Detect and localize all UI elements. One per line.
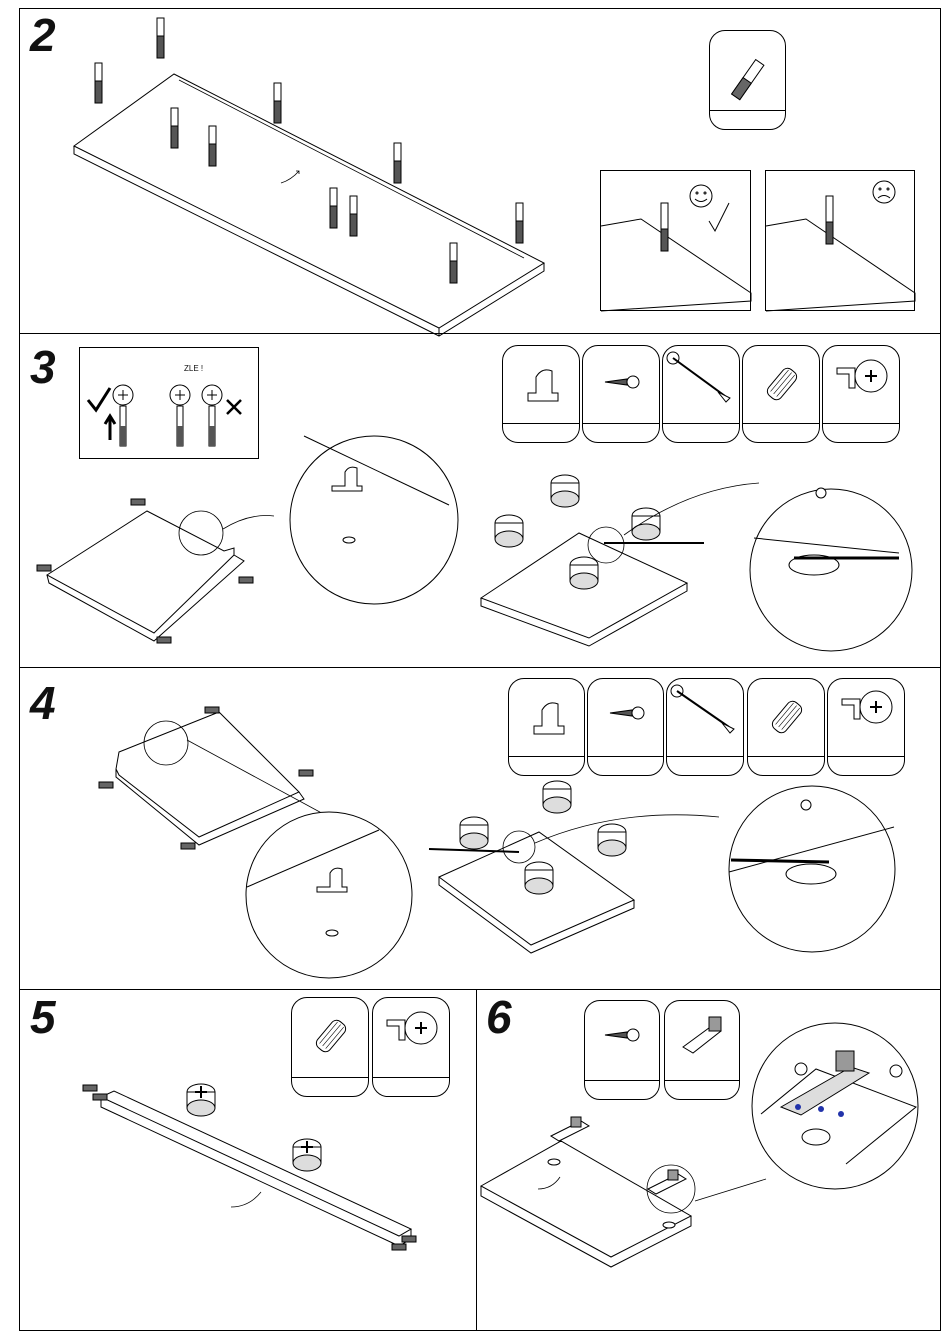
quantity-box [710, 110, 785, 129]
correct-dowel-depth-box [600, 170, 751, 311]
dowel-hardware-tile [709, 30, 786, 130]
step-5-rail-diagram [19, 989, 477, 1331]
step-3-board-diagram [19, 333, 941, 668]
step-4-board-diagram [19, 667, 941, 990]
step-2-board-diagram [19, 8, 619, 334]
incorrect-dowel-depth-box [765, 170, 915, 311]
sad-face-icon [873, 181, 895, 203]
step-6-door-diagram [476, 989, 941, 1331]
happy-face-icon [690, 185, 712, 207]
shelf-support-detail-circle [290, 436, 458, 604]
check-mark-icon [709, 203, 729, 231]
shelf-support-detail-circle-4 [246, 812, 412, 978]
hinge-detail-circle [752, 1023, 918, 1189]
